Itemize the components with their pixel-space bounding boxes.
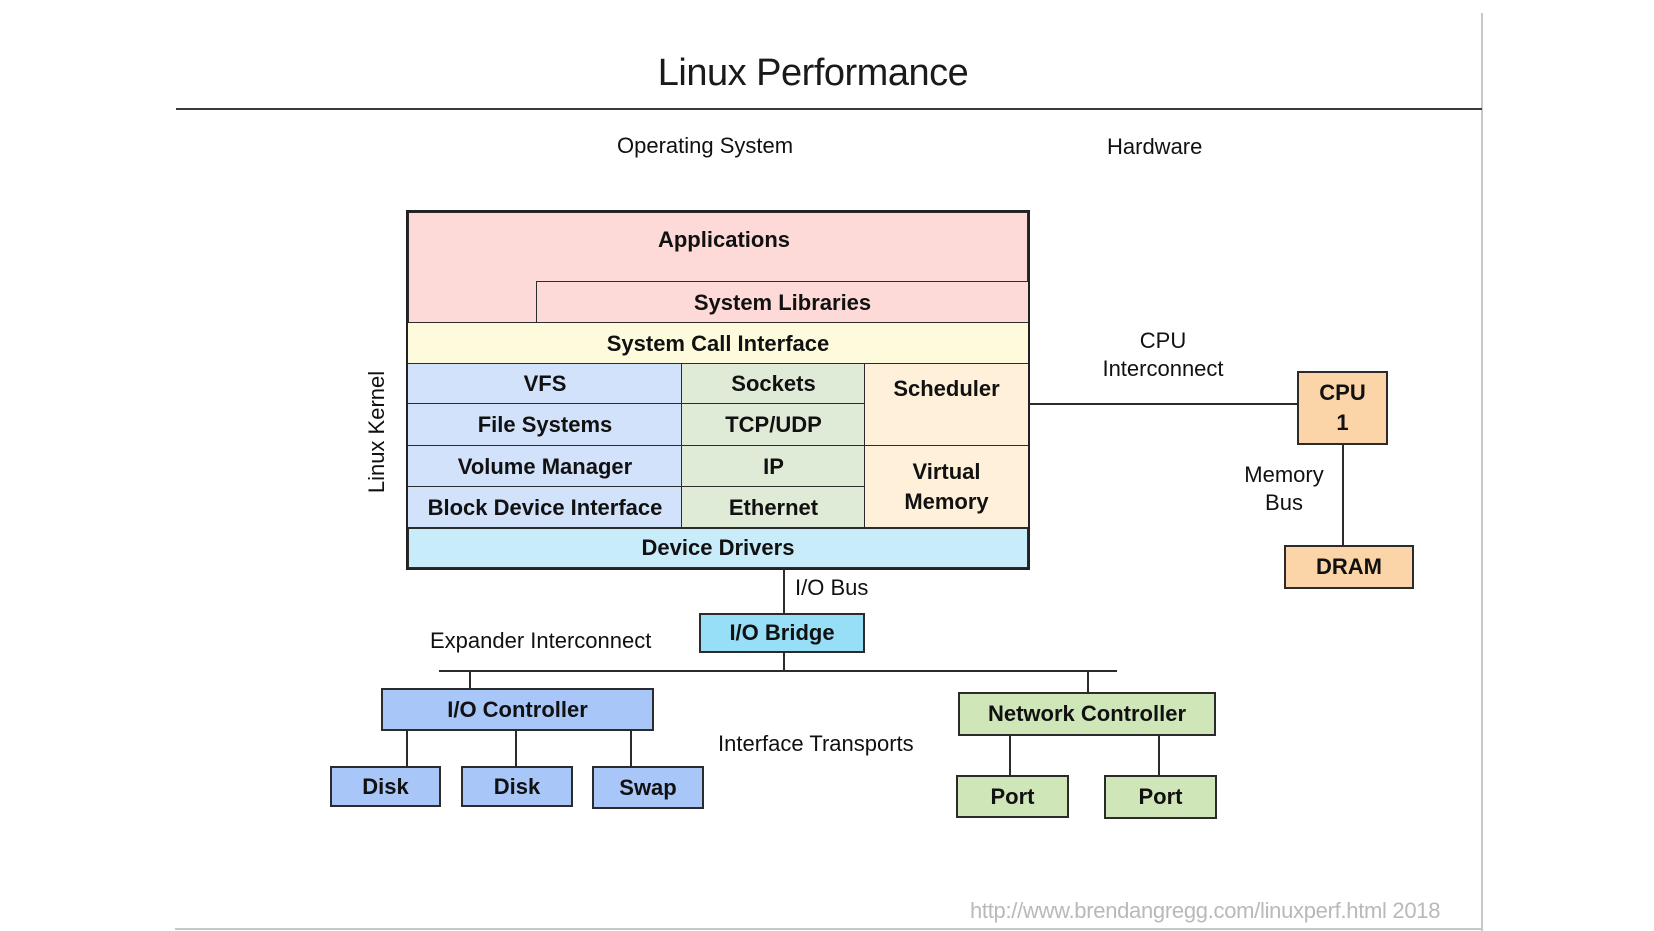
port1-connector <box>1009 736 1011 776</box>
io-controller-label: I/O Controller <box>447 696 588 722</box>
block-device-interface-label: Block Device Interface <box>427 494 663 520</box>
device-drivers-label: Device Drivers <box>641 535 795 560</box>
file-systems-layer[interactable]: File Systems <box>407 403 683 447</box>
dram-label: DRAM <box>1316 554 1382 579</box>
io-bus-label: I/O Bus <box>795 575 869 600</box>
io-controller-box[interactable]: I/O Controller <box>381 688 654 731</box>
port-box-1[interactable]: Port <box>956 775 1069 818</box>
page-frame-right <box>1481 13 1483 931</box>
linux-kernel-label: Linux Kernel <box>364 370 389 494</box>
cpu-label-line2: 1 <box>1336 410 1349 435</box>
sockets-layer[interactable]: Sockets <box>681 363 866 405</box>
disk-box-2[interactable]: Disk <box>461 766 573 807</box>
network-controller-box[interactable]: Network Controller <box>958 692 1216 736</box>
network-controller-label: Network Controller <box>987 701 1187 726</box>
network-controller-connector <box>1087 670 1089 693</box>
disk-label-2: Disk <box>493 773 541 799</box>
tcp-udp-layer[interactable]: TCP/UDP <box>681 403 866 447</box>
port-box-2[interactable]: Port <box>1104 775 1217 819</box>
ethernet-label: Ethernet <box>728 494 819 520</box>
file-systems-label: File Systems <box>477 412 613 437</box>
port2-connector <box>1158 736 1160 776</box>
vfs-label: VFS <box>523 371 567 396</box>
io-bridge-label: I/O Bridge <box>729 620 835 645</box>
vfs-layer[interactable]: VFS <box>407 363 683 405</box>
device-drivers-layer[interactable]: Device Drivers <box>407 527 1029 569</box>
cpu-label-line1: CPU <box>1319 380 1366 405</box>
memory-bus-label-line1: Memory <box>1244 462 1324 487</box>
block-device-interface-layer[interactable]: Block Device Interface <box>407 486 683 529</box>
swap-connector <box>630 731 632 767</box>
volume-manager-label: Volume Manager <box>457 453 633 479</box>
cpu-interconnect-line <box>1029 403 1298 405</box>
page-frame-bottom <box>175 928 1483 930</box>
scheduler-label: Scheduler <box>893 376 1000 401</box>
interface-transports-label: Interface Transports <box>718 731 914 756</box>
section-label-operating-system: Operating System <box>617 133 794 158</box>
title-rule <box>176 108 1482 110</box>
port-label-2: Port <box>1138 784 1183 809</box>
disk2-connector <box>515 731 517 767</box>
section-label-hardware: Hardware <box>1107 134 1203 159</box>
volume-manager-layer[interactable]: Volume Manager <box>407 445 683 488</box>
expander-interconnect-bus <box>439 670 1117 672</box>
io-bridge-down-line <box>783 652 785 671</box>
ethernet-layer[interactable]: Ethernet <box>681 486 866 529</box>
memory-bus-label: Memory Bus <box>1234 461 1334 517</box>
diagram-title: Linux Performance <box>176 52 1482 95</box>
expander-interconnect-label: Expander Interconnect <box>430 628 652 653</box>
virtual-memory-label-line2: Memory <box>904 489 989 514</box>
system-libraries-label: System Libraries <box>693 289 872 315</box>
cpu-interconnect-label-line2: Interconnect <box>1102 356 1224 381</box>
dram-box[interactable]: DRAM <box>1284 545 1414 589</box>
system-libraries-layer[interactable]: System Libraries <box>536 281 1029 324</box>
port-label-1: Port <box>990 783 1035 809</box>
swap-box[interactable]: Swap <box>592 766 704 809</box>
scheduler-layer[interactable]: Scheduler <box>864 363 1029 447</box>
io-controller-connector <box>469 670 471 689</box>
applications-label: Applications <box>657 227 790 252</box>
disk-label-1: Disk <box>362 773 409 799</box>
memory-bus-label-line2: Bus <box>1265 490 1303 515</box>
tcp-udp-label: TCP/UDP <box>725 412 822 437</box>
sockets-label: Sockets <box>731 371 816 396</box>
ip-label: IP <box>763 453 784 479</box>
footer-url[interactable]: http://www.brendangregg.com/linuxperf.ht… <box>970 898 1441 923</box>
cpu-interconnect-label-line1: CPU <box>1139 328 1187 353</box>
ip-layer[interactable]: IP <box>681 445 866 488</box>
io-bus-line <box>783 568 785 614</box>
virtual-memory-label-line1: Virtual <box>912 459 981 484</box>
cpu-box[interactable]: CPU 1 <box>1297 371 1388 445</box>
virtual-memory-layer[interactable]: Virtual Memory <box>864 445 1029 529</box>
system-call-interface-label: System Call Interface <box>606 330 830 356</box>
disk1-connector <box>406 731 408 767</box>
io-bridge-box[interactable]: I/O Bridge <box>699 613 865 653</box>
disk-box-1[interactable]: Disk <box>330 766 441 807</box>
swap-label: Swap <box>619 774 677 800</box>
system-call-interface-layer[interactable]: System Call Interface <box>407 322 1029 365</box>
cpu-interconnect-label: CPU Interconnect <box>1088 327 1238 383</box>
title-text: Linux Performance <box>657 52 969 94</box>
memory-bus-line <box>1342 445 1344 546</box>
